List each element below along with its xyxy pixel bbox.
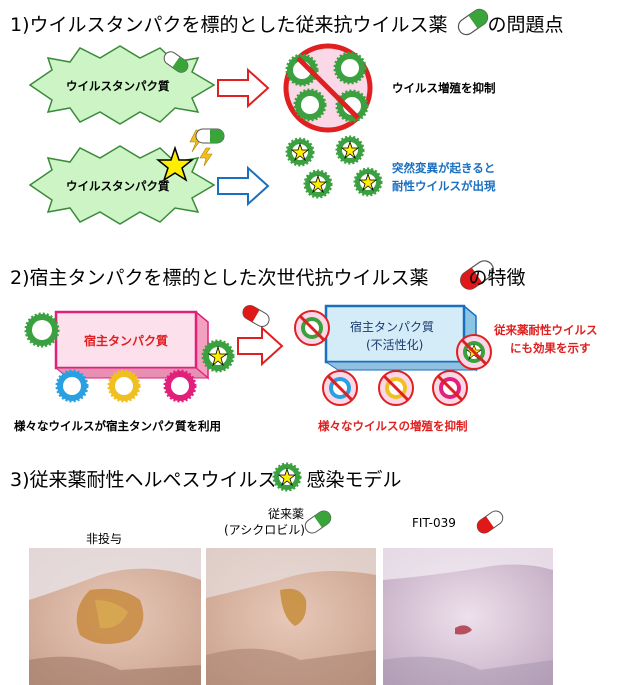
- prohibition-slash: [296, 56, 360, 120]
- virus-icon: [107, 369, 141, 403]
- host-protein-label: 宿主タンパク質: [84, 334, 169, 348]
- mutation-label: 突然変異が起きると: [392, 161, 496, 175]
- capsule-green-icon: [304, 510, 332, 534]
- host-protein-inactive-box: [324, 304, 478, 372]
- photo-acyclovir: [206, 548, 376, 685]
- virus-icon: [201, 339, 235, 373]
- inhibited-virus-icon: [432, 370, 468, 406]
- virus-icon: [293, 88, 327, 122]
- photo-caption-fit039: FIT-039: [412, 516, 456, 530]
- right-caption: 様々なウイルスの増殖を抑制: [318, 419, 468, 433]
- resistant-note-line1: 従来薬耐性ウイルス: [494, 323, 598, 337]
- virus-icon: [285, 53, 319, 87]
- arrow-red-icon: [237, 325, 284, 367]
- arrow-blue-icon: [217, 165, 270, 207]
- arrow-red-icon: [217, 67, 270, 109]
- virus-icon: [335, 89, 369, 123]
- photo-caption-untreated: 非投与: [86, 532, 123, 546]
- resistant-note-line2: にも効果を示す: [510, 341, 591, 355]
- virus-icon: [333, 51, 367, 85]
- mutation-star-icon: [155, 145, 195, 182]
- section2-heading: 2)宿主タンパクを標的とした次世代抗ウイルス薬の特徴: [10, 267, 526, 289]
- virus-icon: [335, 135, 365, 165]
- virus-protein-burst: [28, 45, 216, 125]
- virus-protein-label: ウイルスタンパク質: [66, 79, 170, 93]
- section1-heading: 1)ウイルスタンパクを標的とした従来抗ウイルス薬の問題点: [10, 14, 564, 36]
- inhibited-virus-group: [283, 43, 373, 133]
- inactive-state-label: (不活性化): [366, 338, 424, 352]
- result-inhibit-label: ウイルス増殖を抑制: [392, 81, 496, 95]
- virus-icon: [285, 137, 315, 167]
- lightning-icon: [199, 147, 213, 167]
- virus-icon: [303, 169, 333, 199]
- inhibited-virus-icon: [456, 334, 492, 370]
- capsule-green-icon: [195, 128, 225, 144]
- virus-icon: [353, 167, 383, 197]
- capsule-red-icon: [460, 260, 494, 290]
- capsule-green-icon: [163, 51, 189, 73]
- photo-untreated: [29, 548, 201, 685]
- host-protein-box: [54, 310, 210, 380]
- left-caption: 様々なウイルスが宿主タンパク質を利用: [14, 419, 221, 433]
- resistant-emergence-label: 耐性ウイルスが出現: [392, 179, 496, 193]
- host-protein-inactive-label: 宿主タンパク質: [350, 320, 435, 334]
- resistant-virus-group: [285, 135, 383, 199]
- capsule-red-icon: [476, 510, 504, 534]
- virus-icon: [24, 312, 60, 348]
- virus-protein-label: ウイルスタンパク質: [66, 179, 170, 193]
- capsule-red-icon: [242, 305, 270, 327]
- section3-heading: 3)従来薬耐性ヘルペスウイルス感染モデル: [10, 469, 402, 491]
- inhibited-virus-icon: [378, 370, 414, 406]
- photo-fit039: [383, 548, 553, 685]
- capsule-green-icon: [457, 8, 489, 36]
- inhibited-virus-icon: [322, 370, 358, 406]
- virus-resistant-icon: [272, 462, 302, 492]
- photo-caption-acyclovir-line2: (アシクロビル): [224, 523, 305, 537]
- virus-icon: [55, 369, 89, 403]
- photo-caption-acyclovir-line1: 従来薬: [268, 507, 305, 521]
- inhibited-virus-icon: [294, 310, 330, 346]
- virus-icon: [163, 369, 197, 403]
